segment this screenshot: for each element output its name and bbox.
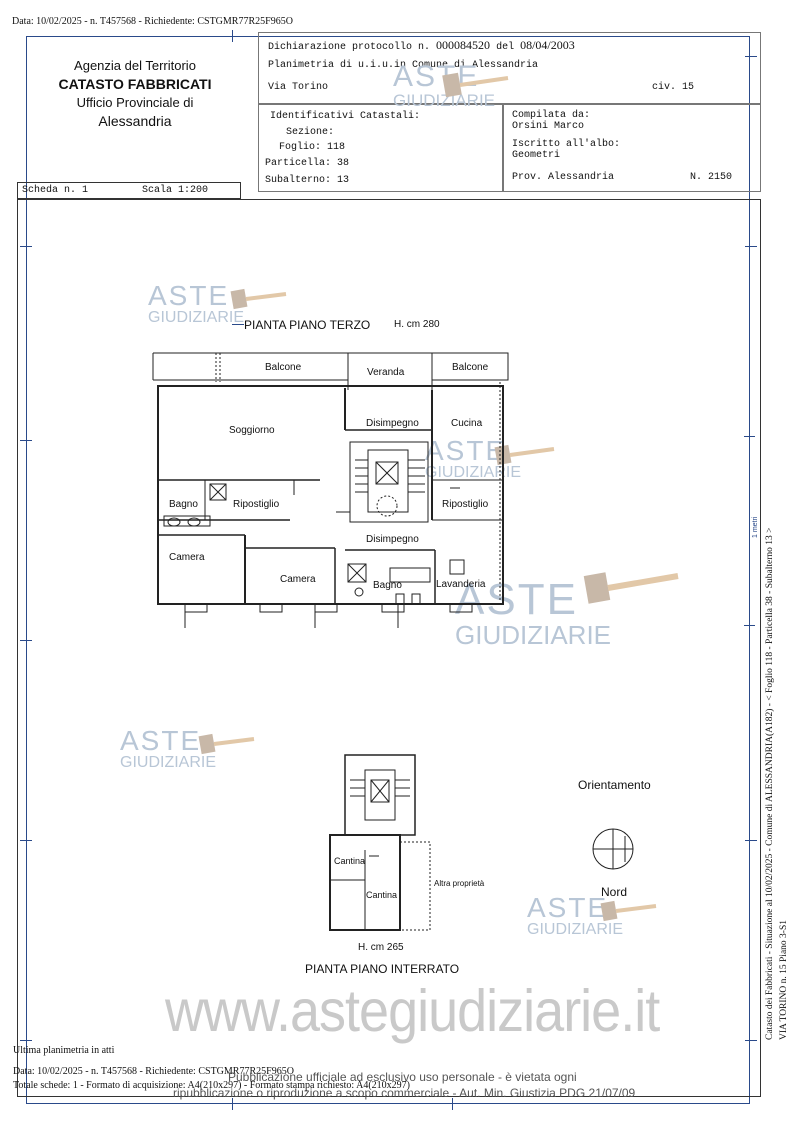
frame-tick	[20, 1040, 32, 1041]
identifiers-box	[258, 104, 503, 192]
registration-number: N. 2150	[690, 172, 733, 183]
frame-tick	[744, 436, 755, 437]
watermark-logo: ASTE GIUDIZIARIE	[120, 725, 217, 771]
protocol-line: Dichiarazione protocollo n. 000084520 de…	[268, 38, 575, 53]
room-label-cantina: Cantina	[366, 890, 398, 900]
basement-plan-height: H. cm 265	[358, 942, 404, 953]
declaration-box	[258, 32, 761, 104]
publication-notice: Pubblicazione ufficiale ad esclusivo uso…	[228, 1070, 577, 1084]
office-city: Alessandria	[98, 113, 172, 129]
last-plan-note: Ultima planimetria in atti	[13, 1045, 115, 1056]
watermark-logo: ASTE GIUDIZIARIE	[455, 575, 612, 650]
watermark-logo: ASTE GIUDIZIARIE	[527, 892, 624, 938]
gavel-icon	[230, 288, 288, 310]
room-label-bagno: Bagno	[373, 580, 402, 591]
watermark-logo: ASTE GIUDIZIARIE	[425, 435, 522, 481]
frame-tick	[745, 840, 757, 841]
room-label-balcone: Balcone	[452, 362, 489, 373]
north-label: Nord	[601, 885, 628, 899]
watermark-url: www.astegiudiziarie.it	[165, 978, 660, 1044]
frame-tick	[452, 1098, 453, 1110]
agency-block: Agenzia del Territorio CATASTO FABBRICAT…	[30, 58, 240, 129]
gavel-icon	[583, 572, 680, 604]
compiler-label: Compilata da:	[512, 110, 591, 121]
watermark-logo: ASTE GIUDIZIARIE	[148, 280, 245, 326]
frame-tick	[20, 640, 32, 641]
frame-tick	[26, 36, 34, 37]
room-label-bagno: Bagno	[169, 499, 198, 510]
room-label-cantina: Cantina	[334, 856, 366, 866]
province: Prov. Alessandria	[512, 172, 615, 183]
room-label-soggiorno: Soggiorno	[229, 425, 275, 436]
side-situation-text: Catasto dei Fabbricati - Situazione al 1…	[765, 527, 775, 1040]
frame-tick	[745, 246, 757, 247]
date-label: del	[496, 42, 515, 53]
albo-label: Iscritto all'albo:	[512, 139, 621, 150]
identifiers-title: Identificativi Catastali:	[270, 111, 421, 122]
gavel-icon	[600, 900, 658, 922]
room-label-disimpegno: Disimpegno	[366, 534, 419, 545]
scale-ruler-label: 1 metri	[752, 516, 759, 538]
room-label-lavanderia: Lavanderia	[436, 579, 486, 590]
civic-number: civ. 15	[652, 82, 695, 93]
gavel-icon	[198, 733, 256, 755]
frame-tick	[744, 625, 755, 626]
drawing-frame	[17, 199, 761, 1097]
upper-plan-title: PIANTA PIANO TERZO	[244, 318, 371, 332]
office-label: Ufficio Provinciale di	[76, 95, 194, 110]
room-label-altra-proprieta: Altra proprietà	[434, 879, 485, 888]
frame-tick	[745, 1040, 757, 1041]
compiler-name: Orsini Marco	[512, 121, 585, 132]
agency-name: Agenzia del Territorio	[74, 58, 196, 73]
upper-floor-plan	[150, 350, 515, 635]
room-label-ripostiglio: Ripostiglio	[233, 499, 280, 510]
room-label-disimpegno: Disimpegno	[366, 418, 419, 429]
basement-plan-title: PIANTA PIANO INTERRATO	[305, 962, 460, 976]
upper-plan-height: H. cm 280	[394, 319, 440, 330]
compiler-box	[503, 104, 761, 192]
plan-line: Planimetria di u.i.u.in Comune di Alessa…	[268, 60, 539, 71]
scale: Scala 1:200	[142, 185, 209, 196]
protocol-number: 000084520	[436, 38, 491, 52]
room-label-camera: Camera	[280, 574, 316, 585]
footer-format-line: Totale schede: 1 - Formato di acquisizio…	[13, 1080, 410, 1091]
basement-plan	[325, 750, 435, 935]
subalterno-field: Subalterno: 13	[265, 175, 350, 186]
orientation-title: Orientamento	[578, 778, 651, 792]
foglio-field: Foglio: 118	[279, 142, 346, 153]
scheda-number: Scheda n. 1	[22, 185, 89, 196]
address: Via Torino	[268, 82, 329, 93]
frame-tick	[232, 30, 233, 42]
protocol-label: Dichiarazione protocollo n.	[268, 42, 431, 53]
protocol-date: 08/04/2003	[520, 38, 575, 52]
room-label-veranda: Veranda	[367, 367, 405, 378]
room-label-cucina: Cucina	[451, 418, 483, 429]
particella-field: Particella: 38	[265, 158, 350, 169]
scale-ruler	[749, 436, 750, 626]
sezione-field: Sezione:	[286, 127, 335, 138]
frame-tick	[20, 840, 32, 841]
compass-icon	[592, 828, 634, 870]
publication-notice: ripubblicazione o riproduzione a scopo c…	[173, 1086, 636, 1100]
frame-tick	[20, 246, 32, 247]
frame-tick	[745, 56, 757, 57]
frame-tick	[20, 440, 32, 441]
catasto-title: CATASTO FABBRICATI	[58, 76, 212, 92]
scheda-box	[17, 182, 241, 199]
header-request-line: Data: 10/02/2025 - n. T457568 - Richiede…	[12, 16, 293, 27]
room-label-ripostiglio: Ripostiglio	[442, 499, 489, 510]
footer-request-line: Data: 10/02/2025 - n. T457568 - Richiede…	[13, 1066, 294, 1077]
frame-tick	[232, 1098, 233, 1110]
frame-tick	[232, 324, 244, 325]
albo-value: Geometri	[512, 150, 561, 161]
room-label-balcone: Balcone	[265, 362, 302, 373]
side-address-text: VIA TORINO n. 15 Piano 3-S1	[779, 920, 789, 1040]
watermark-logo: ASTE GIUDIZIARIE	[393, 60, 496, 110]
gavel-icon	[442, 72, 510, 98]
room-label-camera: Camera	[169, 552, 205, 563]
